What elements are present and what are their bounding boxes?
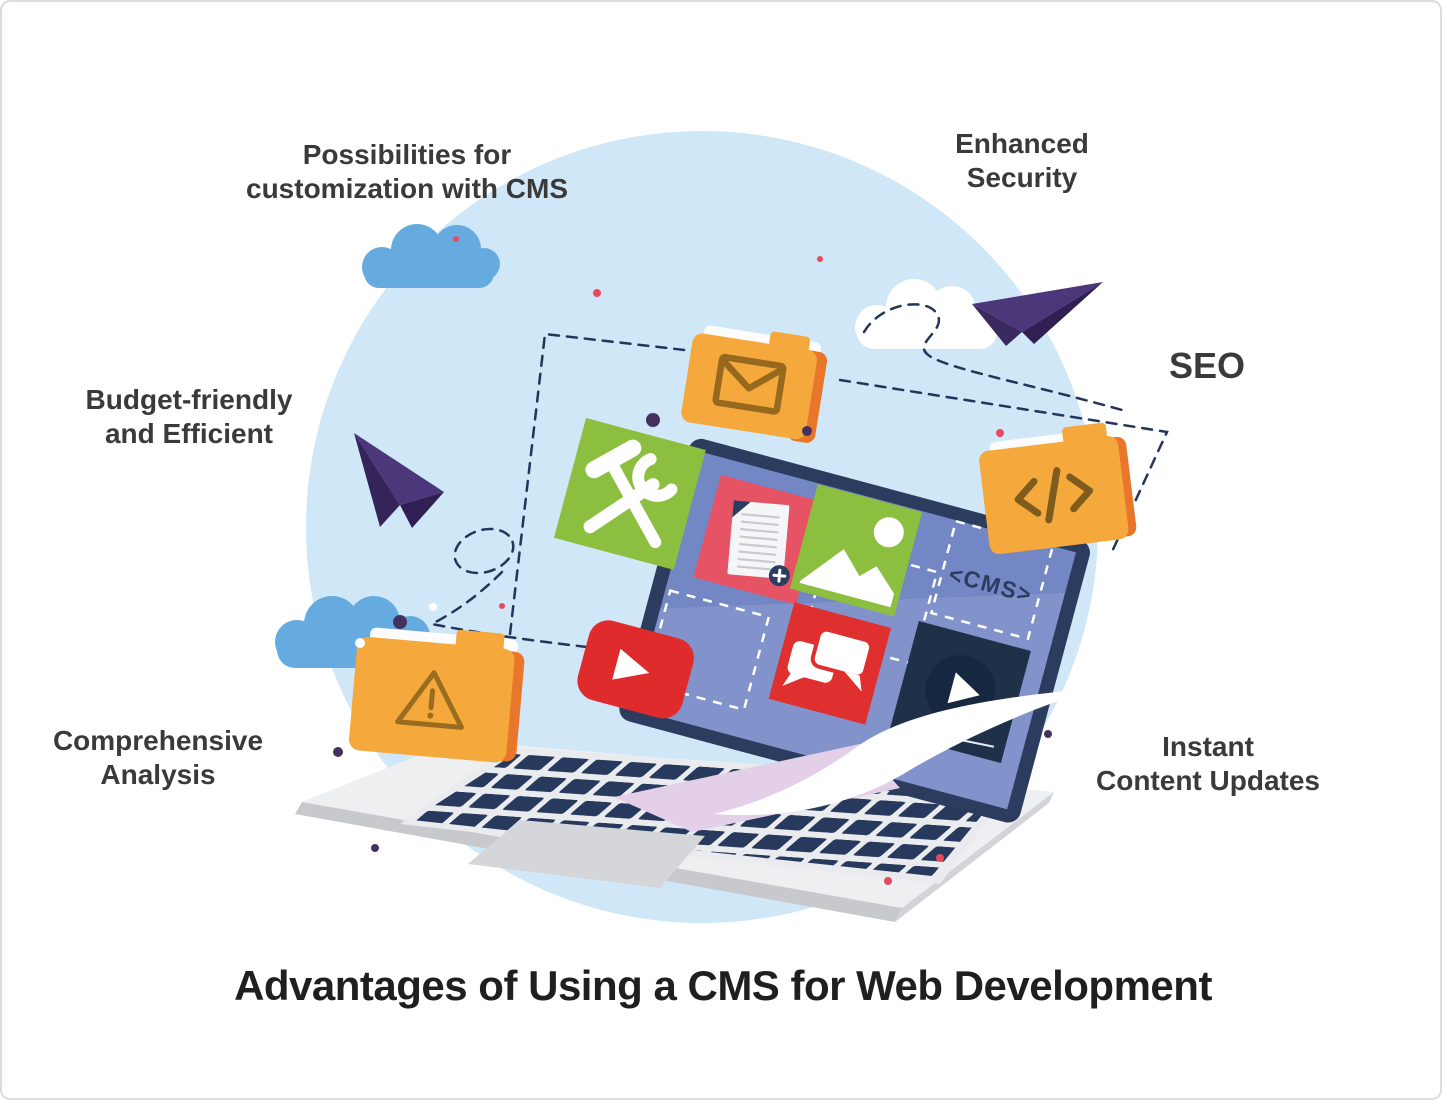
code-folder [979, 422, 1137, 555]
image-icon [799, 517, 904, 608]
chat-tile [768, 602, 892, 725]
document-tile [693, 474, 824, 605]
benefit-seo: SEO [1168, 345, 1246, 386]
benefit-analysis: Comprehensive Analysis [52, 725, 264, 791]
dashed-loop-top [862, 303, 1124, 412]
email-folder [681, 325, 828, 443]
page-title: Advantages of Using a CMS for Web Develo… [234, 962, 1212, 1009]
cloud-icon [362, 224, 500, 288]
dashed-loop-left [453, 527, 515, 575]
laptop-screen: <CMS> [553, 417, 1090, 823]
youtube-icon [612, 648, 650, 680]
youtube-tile [577, 620, 694, 719]
dashed-trails [428, 303, 1169, 650]
benefit-security: Enhanced Security [955, 128, 1089, 194]
tools-icon [583, 439, 678, 549]
warning-folder [348, 627, 525, 763]
email-folder-icon [712, 353, 787, 415]
paper-plane-icon [354, 433, 444, 528]
paper-plane-icon [972, 282, 1103, 346]
document-icon [727, 500, 790, 587]
touchpad [468, 820, 705, 888]
benefit-customization: Possibilities for customization with CMS [246, 139, 568, 205]
chat-icon [782, 627, 874, 692]
warning-folder-icon [395, 670, 464, 730]
dashed-tail-left [428, 570, 598, 650]
tools-tile [553, 417, 706, 570]
code-folder-icon [1014, 467, 1094, 524]
flying-paper-icon [614, 688, 1098, 832]
image-tile [789, 484, 923, 617]
cms-box [929, 519, 1055, 641]
confetti-dots [333, 236, 1052, 885]
dashed-rect-left [508, 332, 704, 636]
benefit-budget: Budget-friendly and Efficient [85, 384, 293, 450]
benefit-updates: Instant Content Updates [1096, 731, 1320, 797]
